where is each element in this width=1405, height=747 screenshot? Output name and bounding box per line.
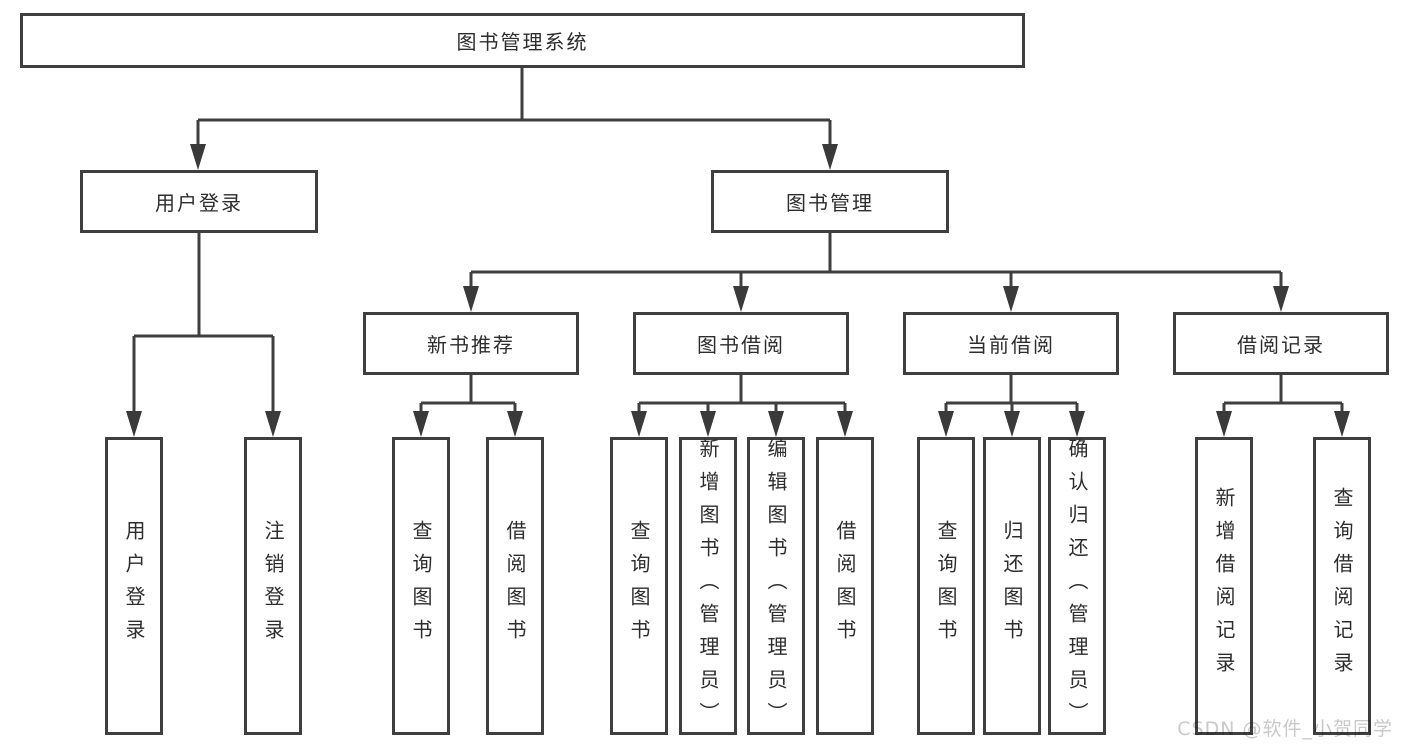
- leaf-label: 借阅图书: [833, 520, 857, 652]
- leaf-label: 查询图书: [627, 520, 651, 652]
- leaf-label: 查询借阅记录: [1330, 487, 1354, 685]
- leaf-user-login: 用户登录: [105, 437, 163, 735]
- leaf-borrow-books-borrow: 借阅图书: [816, 437, 874, 735]
- leaf-label: 归还图书: [1000, 520, 1024, 652]
- leaf-label: 确认归还（管理员）: [1065, 437, 1089, 735]
- node-book-borrowing: 图书借阅: [633, 312, 849, 375]
- leaf-label: 新增借阅记录: [1212, 487, 1236, 685]
- leaf-query-books-recommend: 查询图书: [392, 437, 450, 735]
- node-label: 图书管理: [786, 191, 874, 215]
- node-label: 用户登录: [155, 191, 243, 215]
- leaf-add-borrow-record: 新增借阅记录: [1195, 437, 1253, 735]
- leaf-edit-books-admin: 编辑图书（管理员）: [747, 437, 805, 735]
- node-label: 当前借阅: [967, 333, 1055, 357]
- leaf-label: 查询图书: [934, 520, 958, 652]
- leaf-query-borrow-record: 查询借阅记录: [1313, 437, 1371, 735]
- arrowheads: [126, 144, 1350, 437]
- node-book-management: 图书管理: [711, 170, 949, 233]
- node-label: 图书管理系统: [456, 30, 589, 54]
- leaf-label: 新增图书（管理员）: [696, 437, 720, 735]
- leaf-add-books-admin: 新增图书（管理员）: [679, 437, 737, 735]
- leaf-label: 查询图书: [409, 520, 433, 652]
- node-system-root: 图书管理系统: [20, 13, 1025, 68]
- leaf-query-books-current: 查询图书: [917, 437, 975, 735]
- watermark: CSDN @软件_小贺同学: [1177, 718, 1393, 740]
- node-label: 新书推荐: [427, 333, 515, 357]
- node-borrowing-records: 借阅记录: [1173, 312, 1389, 375]
- leaf-label: 注销登录: [261, 520, 285, 652]
- leaf-label: 编辑图书（管理员）: [764, 437, 788, 735]
- leaf-query-books-borrow: 查询图书: [610, 437, 668, 735]
- leaf-label: 用户登录: [122, 520, 146, 652]
- node-label: 图书借阅: [697, 333, 785, 357]
- node-new-book-recommendation: 新书推荐: [363, 312, 579, 375]
- leaf-borrow-books-recommend: 借阅图书: [486, 437, 544, 735]
- leaf-label: 借阅图书: [503, 520, 527, 652]
- leaf-logout: 注销登录: [244, 437, 302, 735]
- node-label: 借阅记录: [1237, 333, 1325, 357]
- node-user-login-branch: 用户登录: [80, 170, 318, 233]
- leaf-confirm-return-admin: 确认归还（管理员）: [1048, 437, 1106, 735]
- leaf-return-books: 归还图书: [983, 437, 1041, 735]
- node-current-borrowing: 当前借阅: [903, 312, 1119, 375]
